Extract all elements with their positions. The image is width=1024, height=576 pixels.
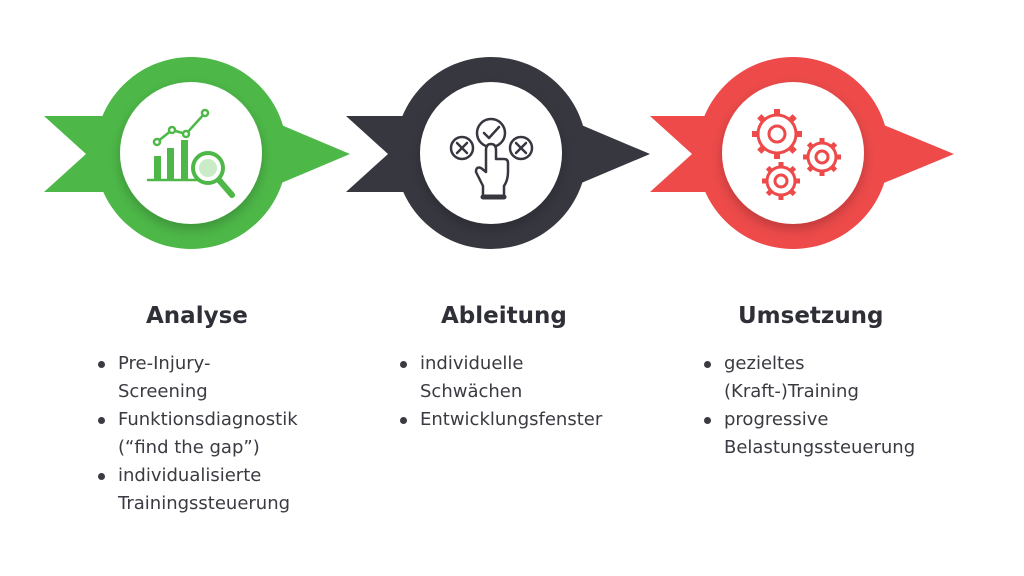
bullet-list-ableitung: individuelle Schwächen Entwicklungsfenst…: [398, 350, 602, 434]
circle-inner-white: [120, 82, 262, 224]
step-analyse-shape: [44, 57, 350, 249]
bullet-list-umsetzung: gezieltes (Kraft-)Training progressive B…: [702, 350, 915, 462]
bullet-item: individualisierte Trainingssteuerung: [96, 462, 298, 518]
bullet-line: Trainingssteuerung: [118, 493, 291, 514]
bullet-line: individuelle: [420, 353, 524, 374]
bullet-item: Funktionsdiagnostik (“find the gap”): [96, 406, 298, 462]
bullet-item: Pre-Injury- Screening: [96, 350, 298, 406]
bullet-line: Entwicklungsfenster: [420, 409, 603, 430]
step-umsetzung-shape: [650, 57, 954, 249]
gears-icon: [752, 109, 841, 200]
bullet-line: (“find the gap”): [118, 437, 260, 458]
bullet-line: Belastungssteuerung: [724, 437, 916, 458]
bullet-line: Funktionsdiagnostik: [118, 409, 298, 430]
bullet-line: Screening: [118, 381, 208, 402]
bullet-line: Schwächen: [420, 381, 523, 402]
step-ableitung-shape: [346, 57, 650, 249]
bullet-line: Pre-Injury-: [118, 353, 211, 374]
bullet-item: Entwicklungsfenster: [398, 406, 602, 434]
bullet-line: (Kraft-)Training: [724, 381, 859, 402]
bullet-line: gezieltes: [724, 353, 805, 374]
step-title-ableitung: Ableitung: [441, 303, 567, 329]
bullet-item: gezieltes (Kraft-)Training: [702, 350, 915, 406]
bullet-item: progressive Belastungssteuerung: [702, 406, 915, 462]
chart-magnifier-icon: [146, 108, 235, 198]
step-title-umsetzung: Umsetzung: [738, 303, 884, 329]
bullet-item: individuelle Schwächen: [398, 350, 602, 406]
step-title-analyse: Analyse: [146, 303, 248, 329]
hand-choice-check-icon: [449, 117, 534, 200]
bullet-line: progressive: [724, 409, 829, 430]
bullet-list-analyse: Pre-Injury- Screening Funktionsdiagnosti…: [96, 350, 298, 518]
bullet-line: individualisierte: [118, 465, 262, 486]
